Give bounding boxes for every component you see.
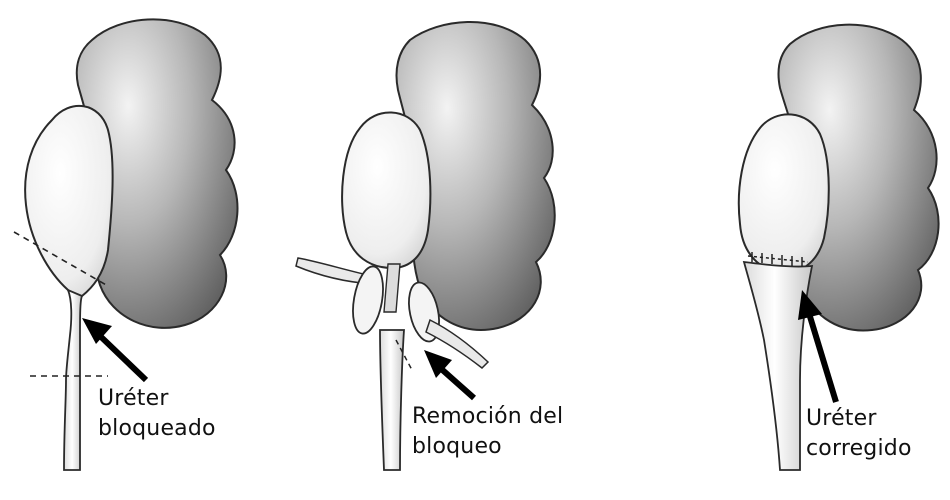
arrow-icon: [82, 318, 146, 380]
label-corrected-ureter: Uréter corregido: [806, 404, 912, 464]
ureter-narrow: [64, 290, 82, 470]
label-line: bloqueado: [98, 414, 216, 444]
label-removal: Remoción del bloqueo: [412, 402, 563, 462]
label-line: corregido: [806, 434, 912, 464]
label-line: bloqueo: [412, 432, 563, 462]
label-line: Uréter: [806, 404, 912, 434]
removed-segment: [384, 264, 400, 312]
renal-pelvis: [739, 114, 829, 272]
label-line: Uréter: [98, 384, 216, 414]
label-line: Remoción del: [412, 402, 563, 432]
ureter-lower: [380, 330, 404, 470]
label-blocked-ureter: Uréter bloqueado: [98, 384, 216, 444]
renal-pelvis: [342, 112, 430, 268]
renal-pelvis: [25, 106, 112, 298]
